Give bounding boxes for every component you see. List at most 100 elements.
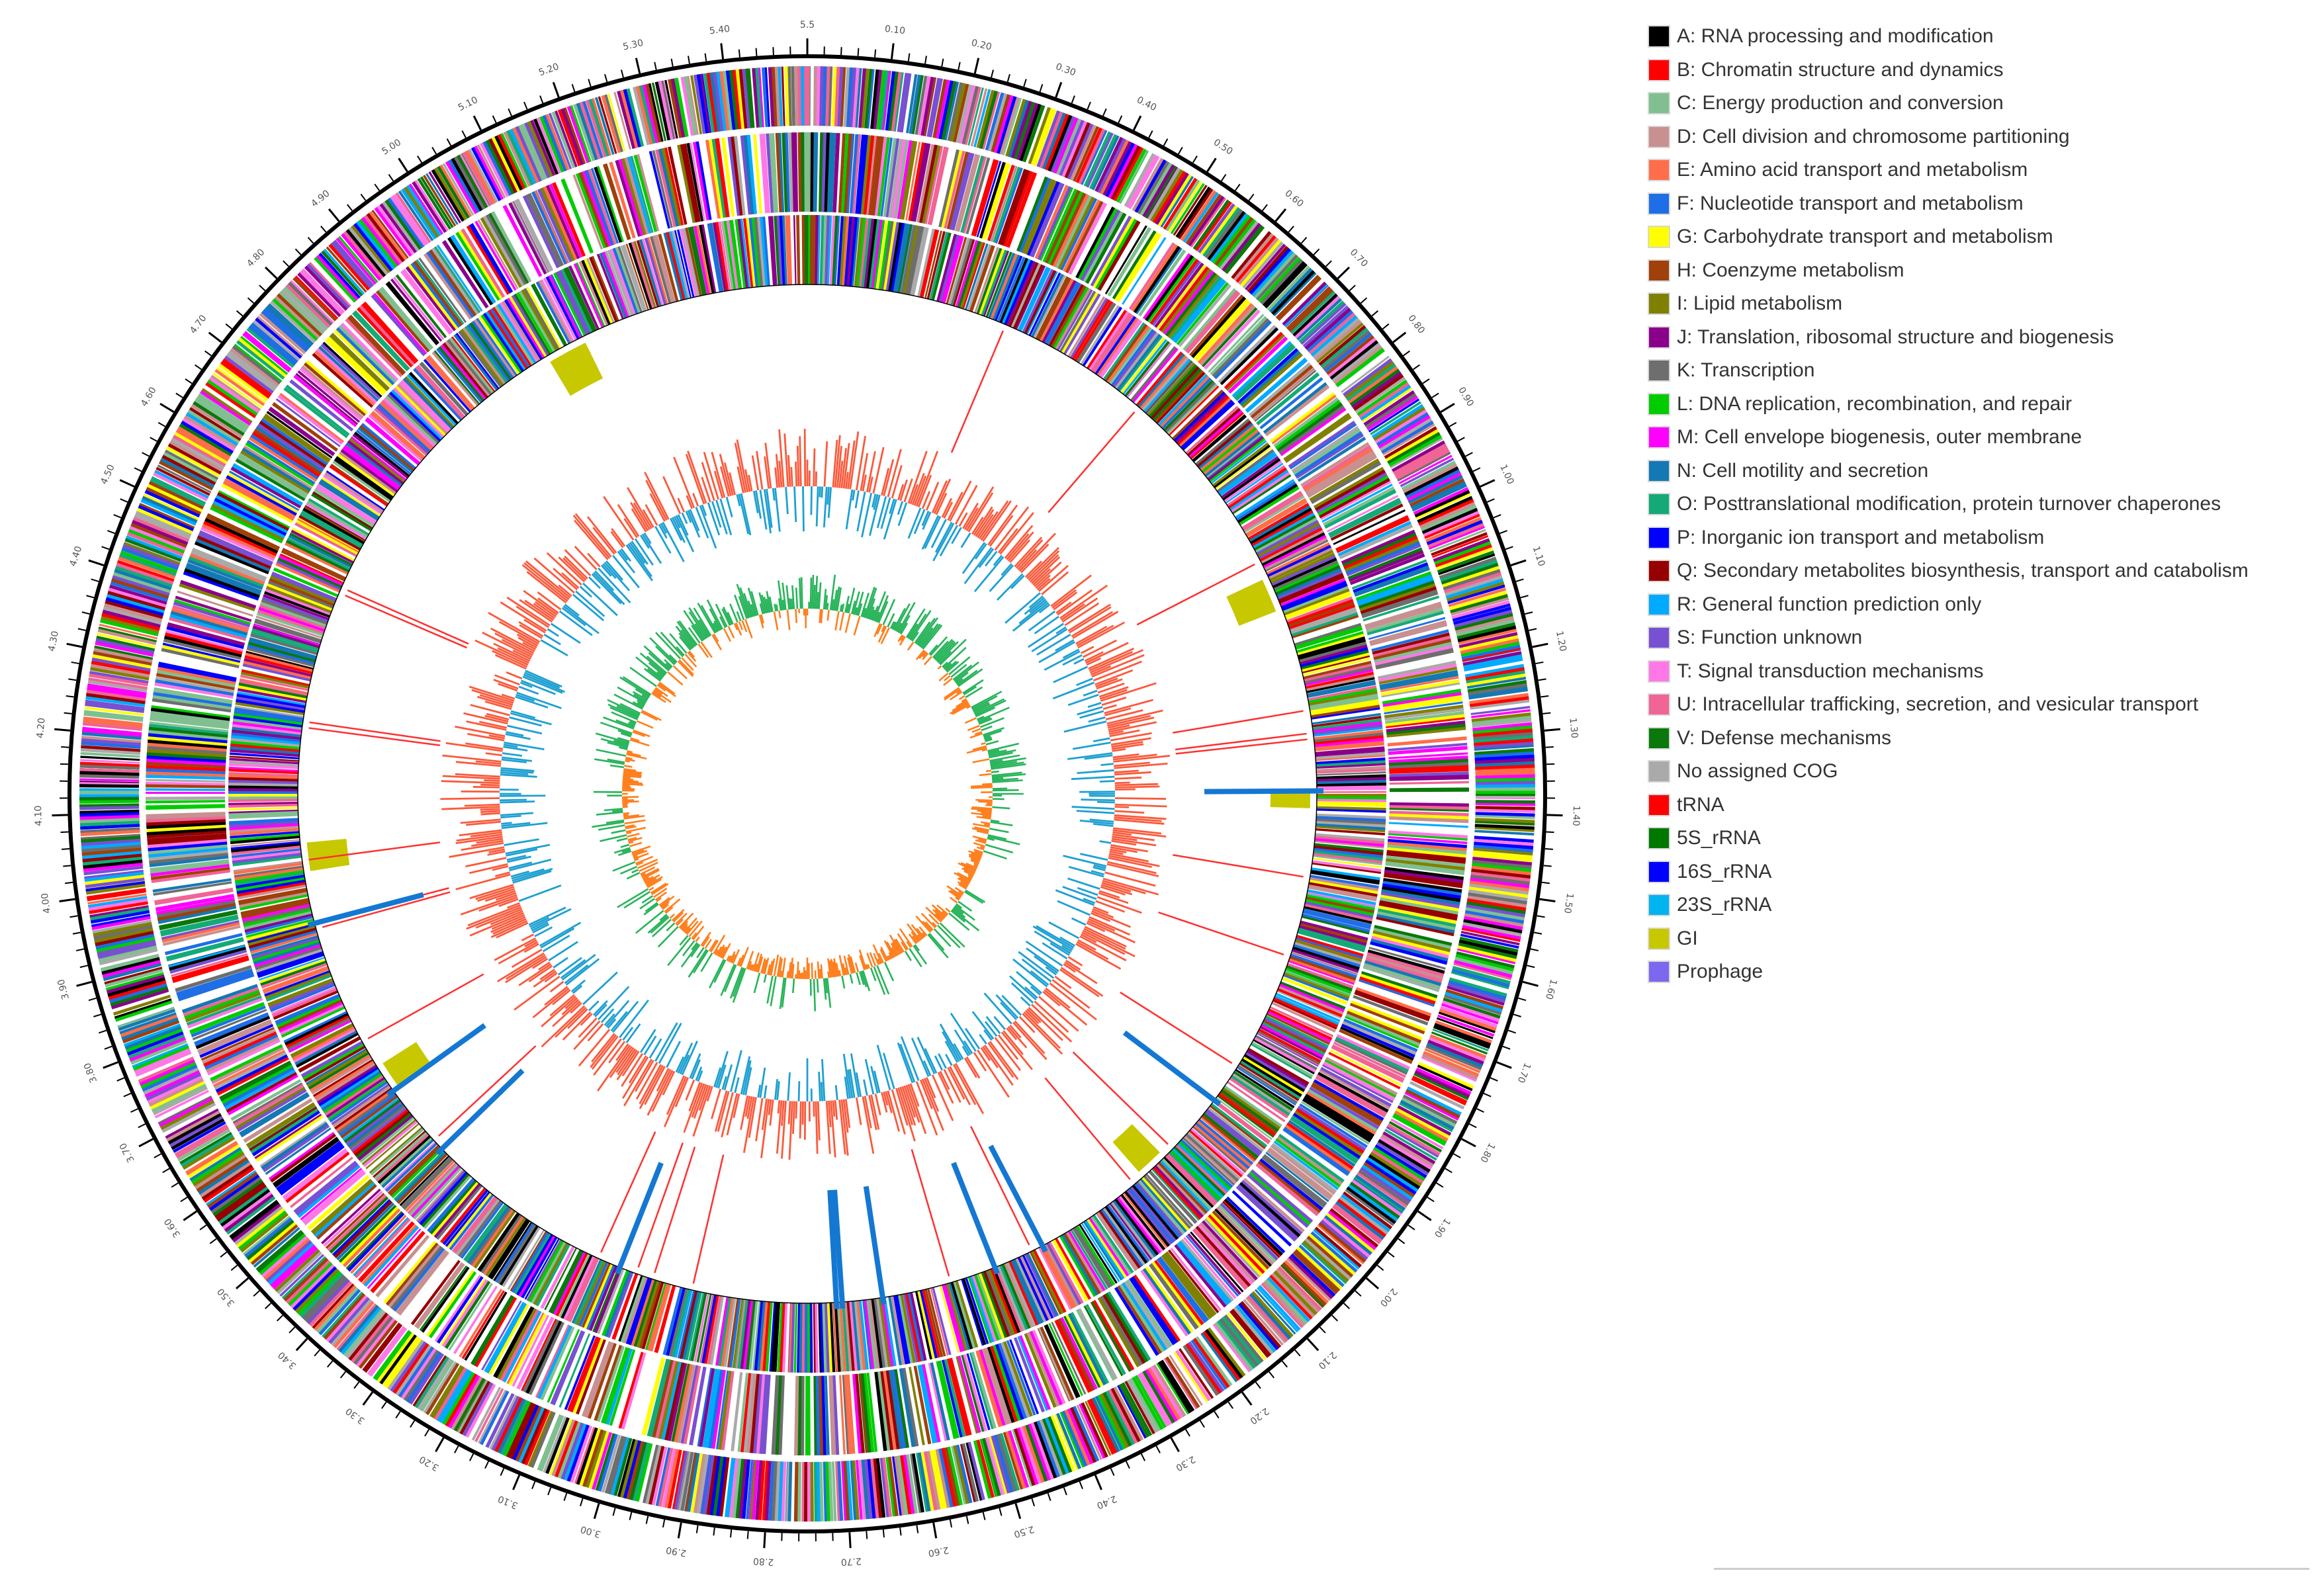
gc-content-bar xyxy=(575,546,597,570)
major-tick xyxy=(1547,815,1563,816)
gc-content-bar xyxy=(613,556,639,588)
rrna-mark xyxy=(1124,1033,1220,1104)
gene-stripe xyxy=(1476,797,1535,800)
minor-tick xyxy=(1282,1361,1288,1367)
minor-tick xyxy=(1256,1382,1261,1389)
gc-content-bar xyxy=(1044,652,1080,670)
minor-tick xyxy=(1064,1488,1067,1495)
rrna-mark xyxy=(954,1163,997,1273)
gc-content-bar xyxy=(963,542,985,574)
minor-tick xyxy=(958,62,960,70)
gc-content-bar xyxy=(942,1032,959,1062)
gc-content-bar xyxy=(1071,918,1085,925)
minor-tick xyxy=(220,1252,226,1257)
tick-label: 3.70 xyxy=(118,1141,137,1164)
minor-tick xyxy=(283,261,289,267)
gc-content-bar xyxy=(623,1027,633,1040)
cog-ring-boundary xyxy=(298,284,1317,1303)
gene-stripe xyxy=(1317,791,1386,793)
trna-mark xyxy=(693,1154,723,1283)
minor-tick xyxy=(1539,679,1546,680)
tick-label: 1.50 xyxy=(1562,892,1575,914)
gc-content-bar xyxy=(718,1092,729,1132)
gc-content-bar xyxy=(506,672,522,679)
minor-tick xyxy=(314,1350,320,1356)
gc-content-bar xyxy=(786,487,788,514)
minor-tick xyxy=(1536,662,1544,664)
gc-content-bar xyxy=(773,488,774,501)
minor-tick xyxy=(248,298,254,303)
gc-content-bar xyxy=(686,1080,694,1100)
minor-tick xyxy=(171,1183,178,1187)
gc-content-bar xyxy=(797,446,799,486)
trna-mark xyxy=(1120,992,1232,1063)
minor-tick xyxy=(1149,131,1153,138)
minor-tick xyxy=(1490,1078,1497,1081)
gc-content-bar xyxy=(821,1082,822,1101)
minor-tick xyxy=(1484,1094,1491,1097)
major-tick xyxy=(553,82,559,97)
trna-mark xyxy=(1045,1078,1130,1179)
gc-content-bar xyxy=(1071,777,1114,779)
minor-tick xyxy=(713,1527,715,1535)
minor-tick xyxy=(1235,184,1240,191)
gc-skew-bar xyxy=(821,609,823,623)
minor-tick xyxy=(1477,1109,1484,1112)
major-tick xyxy=(103,1062,118,1068)
minor-tick xyxy=(447,139,451,146)
minor-tick xyxy=(1525,612,1533,614)
gc-content-bar xyxy=(702,477,711,502)
minor-tick xyxy=(1087,102,1091,109)
tick-label: 5.20 xyxy=(537,62,560,79)
gc-content-bar xyxy=(486,753,502,755)
tick-label: 3.50 xyxy=(216,1286,238,1309)
tick-label: 3.90 xyxy=(56,978,71,1000)
gc-content-bar xyxy=(1100,781,1115,782)
gc-content-bar xyxy=(1073,742,1110,749)
gene-stripe xyxy=(796,215,800,284)
major-tick xyxy=(1462,1139,1476,1146)
tick-label: 3.40 xyxy=(276,1350,298,1371)
rrna-mark xyxy=(991,1146,1046,1252)
gc-content-bar xyxy=(979,1035,986,1044)
gc-content-bar xyxy=(727,497,732,517)
gc-content-bar xyxy=(542,1006,585,1047)
gc-content-bar xyxy=(500,813,533,815)
gc-content-bar xyxy=(1077,942,1108,959)
minor-tick xyxy=(697,1526,698,1533)
gc-content-bar xyxy=(756,1098,762,1141)
minor-tick xyxy=(909,54,910,62)
tick-label: 5.40 xyxy=(709,24,731,36)
major-tick xyxy=(236,1278,248,1289)
minor-tick xyxy=(1466,452,1473,456)
minor-tick xyxy=(493,116,496,123)
minor-tick xyxy=(950,1520,952,1527)
minor-tick xyxy=(138,1124,146,1127)
minor-tick xyxy=(1024,79,1026,86)
tick-label: 0.60 xyxy=(1282,188,1305,209)
trna-mark xyxy=(310,722,441,741)
tick-label: 2.10 xyxy=(1316,1350,1339,1371)
minor-tick xyxy=(1494,515,1501,517)
major-tick xyxy=(1393,333,1406,343)
gc-content-bar xyxy=(700,505,716,548)
minor-tick xyxy=(295,249,300,255)
minor-tick xyxy=(65,882,73,883)
gc-content-bar xyxy=(961,533,971,548)
gc-content-bar xyxy=(778,1100,780,1113)
gc-content-bar xyxy=(1039,642,1075,662)
minor-tick xyxy=(1546,747,1554,748)
minor-tick xyxy=(1518,998,1526,1000)
gc-skew-bar xyxy=(973,843,985,846)
minor-tick xyxy=(1541,696,1548,697)
gc-content-bar xyxy=(688,510,699,537)
gc-content-bar xyxy=(663,522,684,562)
minor-tick xyxy=(1349,285,1355,290)
minor-tick xyxy=(462,131,466,138)
minor-tick xyxy=(418,156,422,163)
minor-tick xyxy=(105,1047,112,1049)
minor-tick xyxy=(532,1481,535,1488)
gc-content-bar xyxy=(785,433,788,487)
minor-tick xyxy=(1503,1047,1510,1049)
